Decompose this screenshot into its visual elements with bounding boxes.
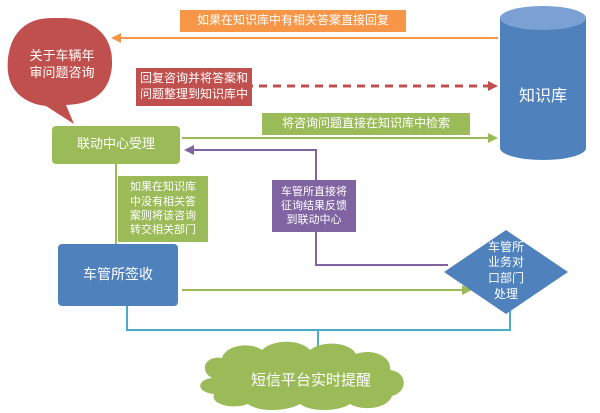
dept-node: 车管所 业务对 口部门 处理 [474, 238, 538, 304]
dept-text: 车管所 业务对 口部门 处理 [487, 239, 524, 301]
reply-and-organize-text: 回复咨询并将答案和 问题整理到知识库中 [140, 71, 249, 101]
search-kb-text: 将咨询问题直接在知识库中检索 [281, 116, 450, 131]
transfer-dept-text: 如果在知识库 中没有相关答 案则将该咨询 转交相关部门 [130, 180, 196, 237]
center-node: 联动中心受理 [52, 126, 180, 164]
kb-cylinder-top [500, 6, 586, 30]
sms-node: 短信平台实时提醒 [226, 364, 396, 398]
question-bubble: 关于车辆年 审问题咨询 [18, 40, 106, 92]
center-text: 联动中心受理 [76, 136, 155, 152]
reply-and-organize-label: 回复咨询并将答案和 问题整理到知识库中 [136, 68, 252, 106]
transfer-dept-label: 如果在知识库 中没有相关答 案则将该咨询 转交相关部门 [118, 176, 208, 242]
feedback-result-text: 车管所直接将 征询结果反馈 到联动中心 [281, 184, 347, 227]
knowledge-base-text: 知识库 [518, 85, 567, 105]
dept-diamond-shape [444, 230, 568, 314]
question-bubble-text: 关于车辆年 审问题咨询 [29, 49, 95, 81]
notify-bracket [126, 297, 511, 331]
dmv-node: 车管所签收 [58, 244, 178, 306]
reply-if-found-label: 如果在知识库中有相关答案直接回复 [180, 10, 406, 32]
reply-if-found-text: 如果在知识库中有相关答案直接回复 [196, 13, 389, 28]
search-kb-label: 将咨询问题直接在知识库中检索 [262, 113, 470, 135]
question-bubble-shape [7, 18, 113, 124]
feedback-result-label: 车管所直接将 征询结果反馈 到联动中心 [272, 180, 356, 232]
kb-cylinder-body [500, 18, 586, 160]
sms-cloud-shape [200, 341, 404, 410]
sms-text: 短信平台实时提醒 [250, 371, 371, 390]
dmv-text: 车管所签收 [83, 266, 153, 283]
knowledge-base-node: 知识库 [500, 60, 586, 132]
